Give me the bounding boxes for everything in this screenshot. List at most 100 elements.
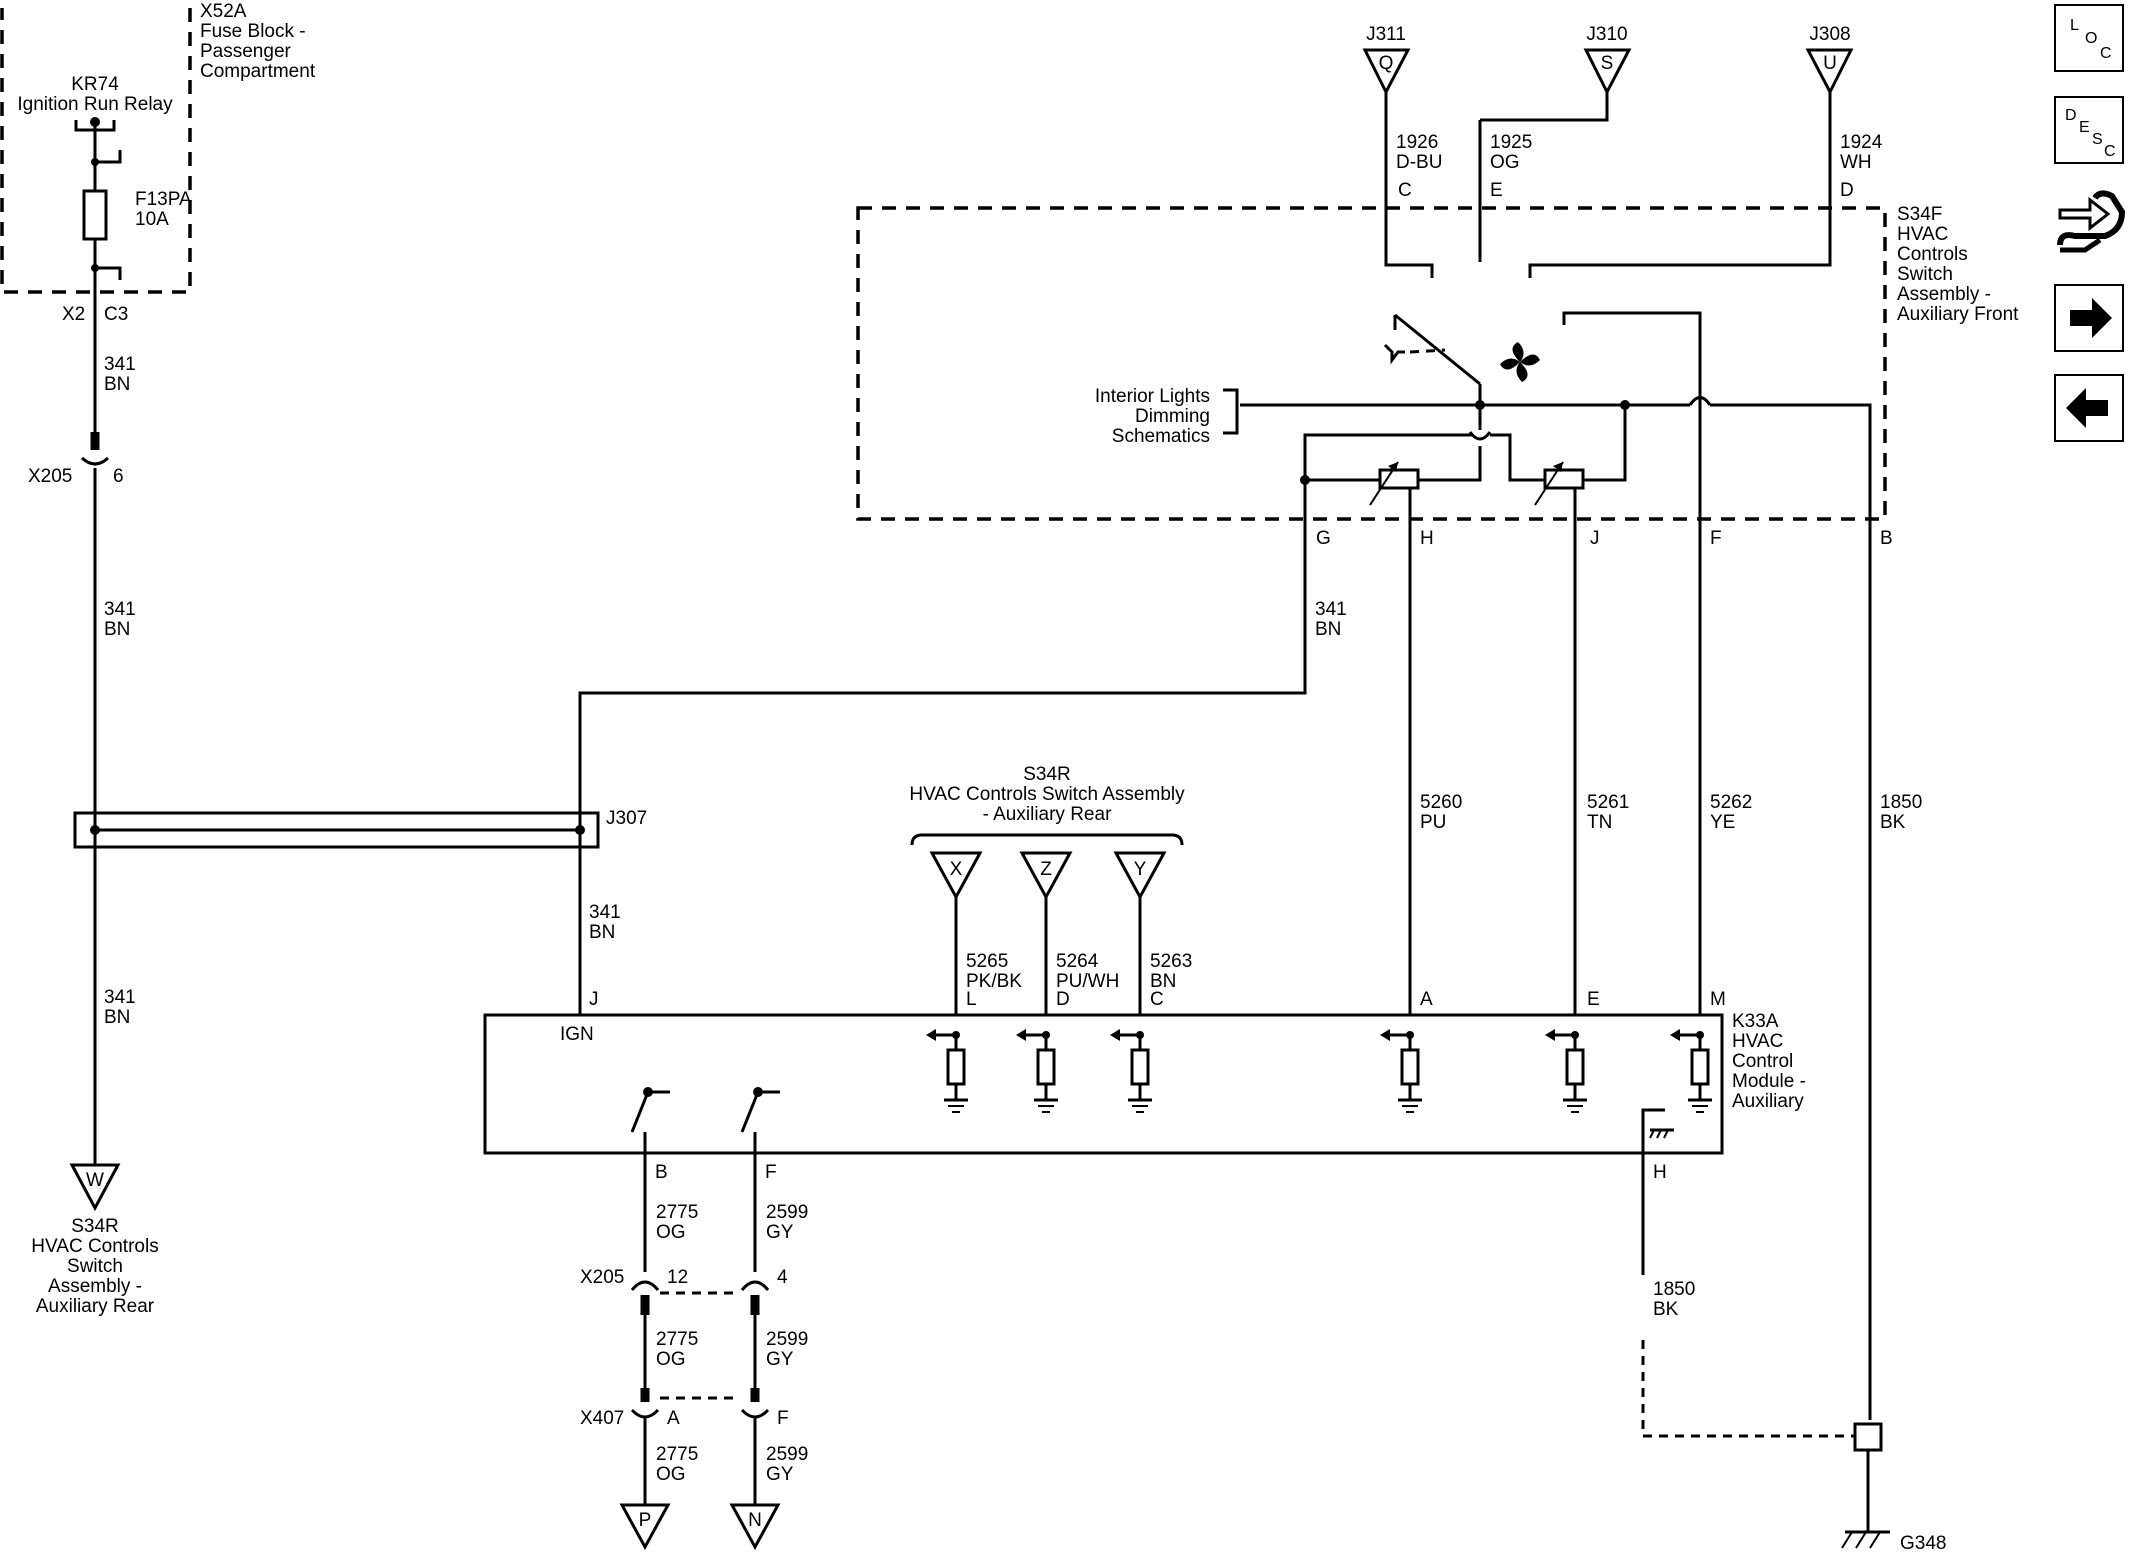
x52a-label: Fuse Block - [200, 21, 306, 42]
pull-resistor [1565, 1048, 1585, 1086]
wire-label: GY [766, 1222, 794, 1243]
connector-pin-label: A [667, 1408, 680, 1429]
wire-label: BN [104, 1007, 130, 1028]
offpage-label: J311 [1366, 24, 1406, 45]
wire-label: PU [1420, 812, 1446, 833]
g348-label: G348 [1900, 1533, 1946, 1551]
wire-label: D-BU [1396, 152, 1442, 173]
offpage-n [729, 1503, 781, 1551]
k33a-input-circuits [926, 1029, 1712, 1113]
wire-label: 1924 [1840, 132, 1883, 153]
pull-resistor [1400, 1048, 1420, 1086]
mid-wire-labels: 5260 PU 5261 TN 5262 YE 1850 BK [1420, 520, 1922, 1420]
wire-341-to-s34f: 341 BN 341 BN [578, 520, 1347, 1015]
wire-label: GY [766, 1464, 794, 1485]
connector-pin-label: F [777, 1408, 789, 1429]
wire-label: 5263 [1150, 951, 1192, 972]
offpage-x [929, 851, 983, 901]
connector-x205-label: X205 [28, 466, 72, 487]
k33a-control-module: K33A HVAC Control Module - Auxiliary IGN… [483, 989, 1806, 1183]
connector-pin-label: 12 [667, 1267, 688, 1288]
nav-back-button[interactable] [2054, 374, 2124, 442]
wire-label: BN [104, 619, 130, 640]
arrow-right-icon [2070, 298, 2112, 338]
pull-resistor [946, 1048, 966, 1086]
nav-letter: O [2085, 30, 2097, 47]
nav-forward-button[interactable] [2054, 284, 2124, 352]
wire-label: WH [1840, 152, 1872, 173]
splice-j307: J307 [73, 808, 647, 849]
offpage-z [1019, 851, 1073, 901]
offpage-letter: U [1823, 53, 1837, 74]
ground-splice [1853, 1422, 1883, 1452]
connector-pin-label: 4 [777, 1267, 788, 1288]
connector-c3-label: C3 [104, 304, 128, 325]
pin-label: H [1653, 1162, 1667, 1183]
nav-desc-button[interactable]: D E S C [2054, 96, 2124, 164]
offpage-letter: S [1601, 53, 1614, 74]
offpage-p [619, 1503, 671, 1551]
s34r-left-label: S34R [71, 1216, 119, 1237]
offpage-j310 [1583, 48, 1632, 96]
nav-letter: S [2092, 131, 2103, 148]
wire-label: BN [1315, 619, 1341, 640]
f13pa-label: F13PA [135, 189, 192, 210]
wire-label: 5260 [1420, 792, 1462, 813]
x52a-label: Compartment [200, 61, 316, 82]
wire-label: 1926 [1396, 132, 1438, 153]
wire-label: 341 [1315, 599, 1347, 620]
pin-label: L [966, 989, 977, 1010]
wire-label: 5262 [1710, 792, 1752, 813]
k33a-label: K33A [1732, 1011, 1779, 1032]
s34f-label: Controls [1897, 244, 1968, 265]
wire-label: BN [1150, 971, 1176, 992]
input-arrow-icon [1545, 1029, 1555, 1041]
pin-label: M [1710, 989, 1726, 1010]
connector-tools-icon[interactable] [2057, 190, 2126, 253]
pin-label: F [1710, 528, 1722, 549]
wire-label: 2775 [656, 1329, 698, 1350]
nav-letter: D [2065, 107, 2077, 124]
wire-label: TN [1587, 812, 1612, 833]
wire-label: 341 [104, 354, 136, 375]
top-offpage-connectors: J311 Q 1926 D-BU J310 S 1925 OG J308 U 1… [1362, 24, 1883, 173]
fan-icon [1500, 342, 1540, 382]
s34r-left-label: Auxiliary Rear [36, 1296, 155, 1317]
pin-label: J [589, 989, 599, 1010]
fuse-f13pa [82, 189, 108, 241]
nav-letter: C [2104, 143, 2116, 160]
connector-pin-label: 6 [113, 466, 124, 487]
k33a-label: Auxiliary [1732, 1091, 1804, 1112]
bottom-wiring: 2775 OG 2599 GY X205 12 4 2775 OG 2599 G… [580, 1153, 1946, 1554]
wire-label: OG [1490, 152, 1520, 173]
wire-label: 1850 [1880, 792, 1922, 813]
s34r-top-label: S34R [1023, 764, 1071, 785]
offpage-letter: X [950, 859, 963, 880]
wire-label: BK [1880, 812, 1906, 833]
s34f-label: Assembly - [1897, 284, 1991, 305]
pin-label: E [1587, 989, 1600, 1010]
nav-loc-button[interactable]: L O C [2054, 4, 2124, 72]
pin-label: A [1420, 989, 1433, 1010]
k33a-switch-f [740, 1087, 780, 1153]
wire-label: OG [656, 1349, 686, 1370]
potentiometer-h [1378, 468, 1420, 490]
connector-x2-label: X2 [62, 304, 85, 325]
s34f-label: S34F [1897, 204, 1942, 225]
s34r-top-label: - Auxiliary Rear [983, 804, 1112, 825]
interior-lights-label: Schematics [1112, 426, 1210, 447]
offpage-letter: P [639, 1510, 652, 1531]
j307-label: J307 [606, 808, 647, 829]
connector-x205-label: X205 [580, 1267, 624, 1288]
k33a-label: Control [1732, 1051, 1793, 1072]
s34r-left-label: Assembly - [48, 1276, 142, 1297]
offpage-letter: W [86, 1170, 104, 1191]
pin-label: B [655, 1162, 668, 1183]
connector-x407-label: X407 [580, 1408, 624, 1429]
wire-label: PK/BK [966, 971, 1022, 992]
k33a-label: HVAC [1732, 1031, 1783, 1052]
pin-label: C [1150, 989, 1164, 1010]
offpage-label: J310 [1586, 24, 1627, 45]
offpage-letter: Z [1040, 859, 1052, 880]
